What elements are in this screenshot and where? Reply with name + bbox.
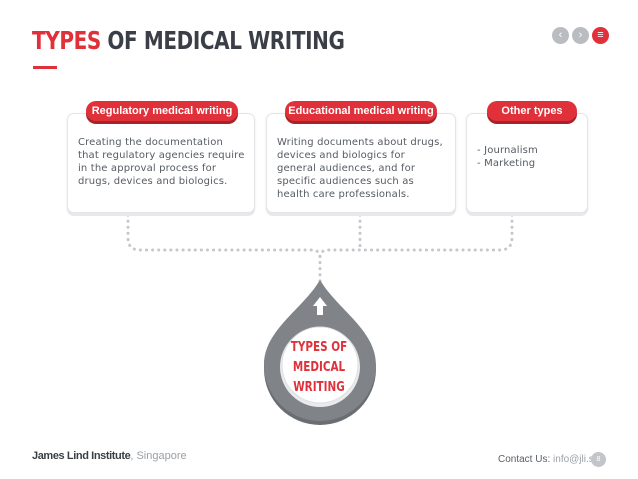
arrow-up-icon bbox=[313, 297, 327, 315]
title-underline bbox=[33, 66, 57, 69]
title-accent: TYPES bbox=[32, 26, 101, 55]
prev-slide-button[interactable]: ‹ bbox=[552, 27, 569, 44]
chevron-left-icon: ‹ bbox=[552, 27, 569, 44]
chevron-right-icon: › bbox=[572, 27, 589, 44]
card-text: Creating the documentation that regulato… bbox=[78, 137, 245, 187]
next-slide-button[interactable]: › bbox=[572, 27, 589, 44]
connector-right bbox=[318, 213, 514, 260]
menu-icon: ≡ bbox=[592, 27, 609, 44]
list-item: Marketing bbox=[477, 157, 579, 170]
contact-label: Contact Us: bbox=[498, 454, 554, 465]
menu-button[interactable]: ≡ bbox=[592, 27, 609, 44]
card-label-other: Other types bbox=[487, 101, 577, 121]
card-label-educational: Educational medical writing bbox=[285, 101, 437, 121]
card-educational: Writing documents about drugs, devices a… bbox=[266, 113, 456, 213]
org-name: James Lind Institute bbox=[32, 450, 131, 462]
card-text: Writing documents about drugs, devices a… bbox=[277, 137, 443, 200]
connector-left bbox=[126, 213, 322, 290]
center-drop bbox=[264, 280, 376, 425]
card-other: Journalism Marketing bbox=[466, 113, 588, 213]
org-location: , Singapore bbox=[130, 450, 187, 462]
card-list: Journalism Marketing bbox=[477, 144, 579, 170]
card-regulatory: Creating the documentation that regulato… bbox=[67, 113, 255, 213]
footer-organization: James Lind Institute, Singapore bbox=[32, 450, 187, 462]
page-title: TYPES OF MEDICAL WRITING bbox=[32, 26, 345, 56]
title-rest: OF MEDICAL WRITING bbox=[107, 26, 345, 55]
card-label-regulatory: Regulatory medical writing bbox=[86, 101, 238, 121]
page-number: 8 bbox=[591, 452, 606, 467]
center-label: TYPES OF MEDICAL WRITING bbox=[290, 340, 348, 395]
contact-email[interactable]: info@jli.sg bbox=[553, 454, 600, 465]
list-item: Journalism bbox=[477, 144, 579, 157]
footer-contact: Contact Us: info@jli.sg bbox=[498, 454, 599, 465]
